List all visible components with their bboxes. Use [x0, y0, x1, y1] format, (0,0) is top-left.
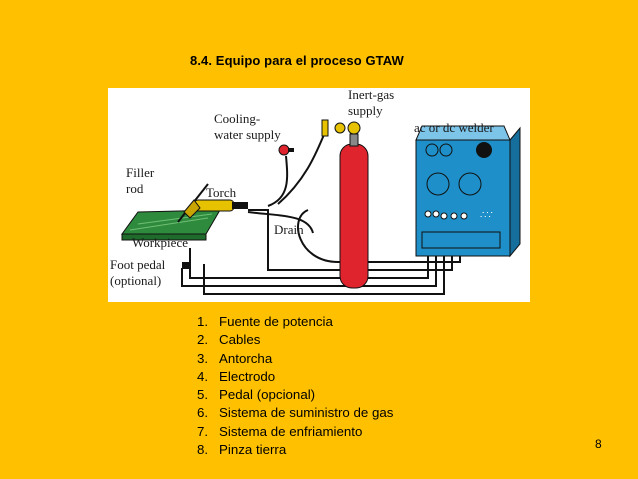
foot-pedal [182, 262, 190, 269]
slide-title: 8.4. Equipo para el proceso GTAW [190, 53, 404, 68]
list-item: 3.Antorcha [197, 350, 273, 366]
page-number: 8 [595, 437, 602, 451]
label-cooling-water-2: water supply [214, 127, 281, 142]
label-workpiece: Workpiece [132, 235, 188, 250]
list-item: 6.Sistema de suministro de gas [197, 405, 394, 421]
label-cooling-water-1: Cooling- [214, 111, 260, 126]
label-filler-2: rod [126, 181, 144, 196]
label-inert-gas-1: Inert-gas [348, 88, 394, 102]
coolant-hose [267, 155, 289, 207]
list-item: 4.Electrodo [197, 368, 276, 384]
drain-hose [247, 211, 314, 234]
label-welder: ac or dc welder [414, 120, 494, 135]
workpiece [121, 209, 221, 241]
svg-text:∴∵: ∴∵ [480, 210, 493, 221]
gtaw-equipment-diagram: ∴∵ Cooling- water supply Inert-gas suppl… [108, 88, 530, 302]
cooling-water-tap [278, 144, 294, 156]
torch [183, 199, 248, 219]
list-item: 8.Pinza tierra [197, 442, 287, 458]
equipment-list: 1.Fuente de potencia 2.Cables 3.Antorcha… [197, 313, 393, 459]
list-item: 5.Pedal (opcional) [197, 387, 316, 403]
gas-hose [277, 129, 327, 205]
label-drain: Drain [274, 222, 304, 237]
welder-power-source: ∴∵ [415, 125, 521, 258]
label-filler-1: Filler [126, 165, 155, 180]
label-inert-gas-2: supply [348, 103, 383, 118]
label-foot-pedal-2: (optional) [110, 273, 161, 288]
list-item: 7.Sistema de enfriamiento [197, 423, 363, 439]
label-torch: Torch [206, 185, 237, 200]
gas-cylinder [321, 119, 369, 289]
list-item: 1.Fuente de potencia [197, 314, 333, 329]
label-foot-pedal-1: Foot pedal [110, 257, 166, 272]
list-item: 2.Cables [197, 332, 261, 348]
